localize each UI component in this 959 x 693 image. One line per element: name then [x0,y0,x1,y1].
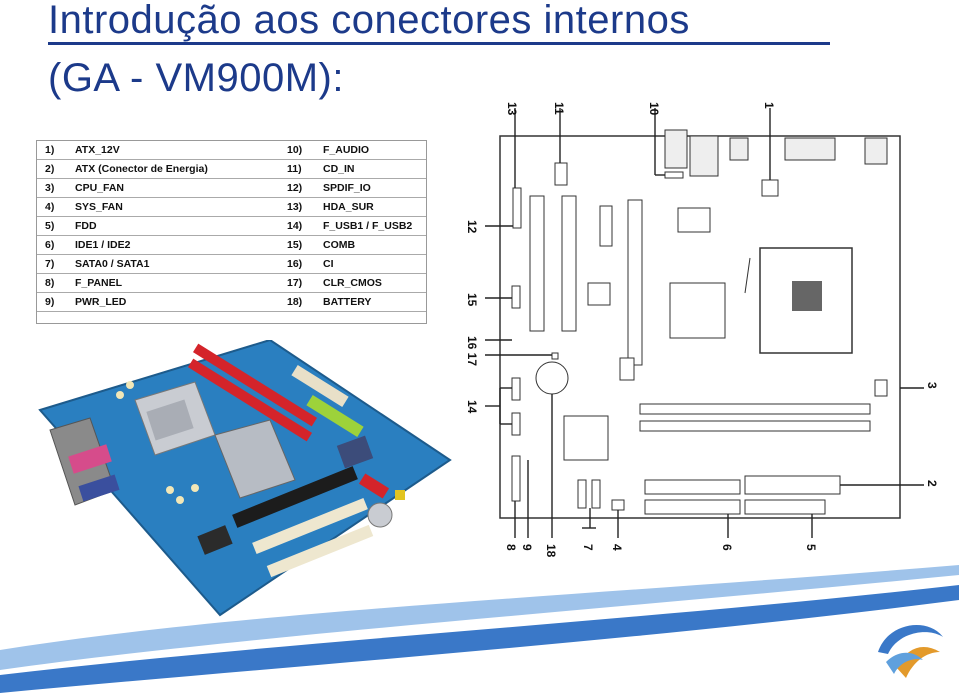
page-title-line-1: Introdução aos conectores internos [48,0,690,42]
legend-num: 4) [45,201,55,213]
callout-label: 16 17 [465,336,479,366]
legend-num: 10) [287,144,303,156]
legend-row: 1) ATX_12V 10) F_AUDIO [37,141,426,160]
callout-label: 9 [520,544,534,551]
motherboard-photo [38,340,452,617]
callout-label: 13 [505,102,519,116]
legend-num: 15) [287,239,303,251]
legend-num: 3) [45,182,55,194]
board-layout-diagram: 13 11 10 1 12 15 16 17 14 3 2 8 9 18 7 4… [465,102,939,558]
callout-label: 15 [465,293,479,307]
callout-label: 18 [544,544,558,558]
legend-num: 11) [287,163,302,175]
legend-label: SPDIF_IO [323,182,371,194]
decorative-swoosh [0,565,959,693]
legend-num: 9) [45,296,55,308]
legend-row: 6) IDE1 / IDE2 15) COMB [37,236,426,255]
legend-label: F_USB1 / F_USB2 [323,220,413,232]
legend-num: 18) [287,296,303,308]
legend-label: ATX_12V [75,144,120,156]
legend-num: 17) [287,277,303,289]
legend-label: F_PANEL [75,277,123,289]
legend-row: 7) SATA0 / SATA1 16) CI [37,255,426,274]
legend-label: CLR_CMOS [323,277,382,289]
legend-num: 5) [45,220,55,232]
legend-num: 16) [287,258,303,270]
callout-label: 5 [804,544,818,551]
legend-label: COMB [323,239,356,251]
callout-label: 8 [504,544,518,551]
legend-label: CPU_FAN [75,182,125,194]
legend-row: 8) F_PANEL 17) CLR_CMOS [37,274,426,293]
legend-label: CI [323,258,334,270]
legend-label: PWR_LED [75,296,127,308]
legend-label: IDE1 / IDE2 [75,239,131,251]
legend-label: ATX (Conector de Energia) [75,163,208,175]
legend-row: 9) PWR_LED 18) BATTERY [37,293,426,312]
callout-label: 7 [581,544,595,551]
callout-label: 3 [925,382,939,389]
legend-num: 2) [45,163,55,175]
legend-label: FDD [75,220,97,232]
callout-label: 1 [762,102,776,109]
legend-label: BATTERY [323,296,372,308]
legend-label: F_AUDIO [323,144,370,156]
legend-num: 6) [45,239,55,251]
legend-row: 5) FDD 14) F_USB1 / F_USB2 [37,217,426,236]
title-underline [48,42,830,45]
legend-num: 13) [287,201,303,213]
connector-legend-table: 1) ATX_12V 10) F_AUDIO 2) ATX (Conector … [36,140,427,324]
legend-label: SATA0 / SATA1 [75,258,150,270]
legend-row: 3) CPU_FAN 12) SPDIF_IO [37,179,426,198]
callout-label: 11 [552,102,566,115]
callout-label: 6 [720,544,734,551]
brand-logo-icon [878,625,943,678]
page-title-line-2: (GA - VM900M): [48,56,344,100]
legend-label: HDA_SUR [323,201,374,213]
callout-label: 2 [925,480,939,487]
callout-label: 4 [610,544,624,551]
legend-num: 7) [45,258,55,270]
legend-row: 2) ATX (Conector de Energia) 11) CD_IN [37,160,426,179]
callout-label: 10 [647,102,661,116]
legend-num: 1) [45,144,55,156]
callout-label: 14 [465,400,479,414]
legend-row: 4) SYS_FAN 13) HDA_SUR [37,198,426,217]
legend-num: 14) [287,220,303,232]
legend-num: 12) [287,182,303,194]
legend-label: SYS_FAN [75,201,123,213]
callout-label: 12 [465,220,479,234]
legend-num: 8) [45,277,55,289]
legend-label: CD_IN [323,163,355,175]
